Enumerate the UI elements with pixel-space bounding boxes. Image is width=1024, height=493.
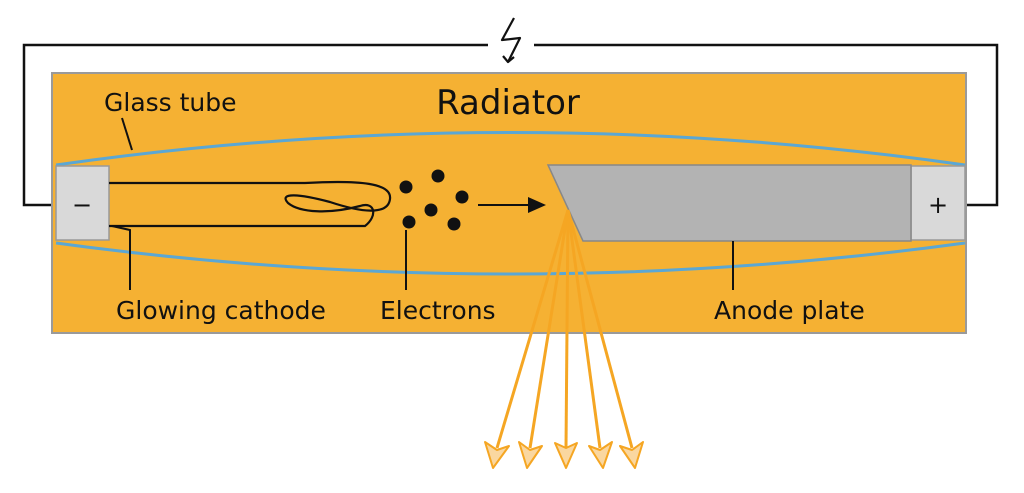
negative-terminal-label: − (72, 191, 92, 219)
electron (424, 203, 438, 217)
xray-arrowhead (518, 441, 543, 469)
xray-beams (495, 209, 634, 449)
cathode-terminal (55, 165, 110, 241)
electron (399, 180, 413, 194)
electron (447, 217, 461, 231)
anode-terminal (910, 165, 966, 241)
leader-lines (111, 117, 734, 290)
electron (455, 190, 469, 204)
radiator-title: Radiator (436, 83, 580, 123)
electron (431, 169, 445, 183)
electrons-label: Electrons (380, 296, 496, 325)
electrons (399, 169, 469, 231)
circuit-wire (22, 43, 999, 207)
cathode-filament (109, 180, 392, 228)
positive-terminal-label: + (928, 191, 948, 219)
anode-plate (546, 164, 912, 242)
glass-tube (55, 131, 966, 276)
xray-arrowhead (619, 441, 644, 469)
glass-tube-label: Glass tube (104, 88, 237, 117)
xray-arrowhead (554, 442, 578, 469)
glass-tube-leader (121, 117, 133, 151)
xray-arrowhead (484, 441, 510, 469)
lightning-bolt-icon (500, 17, 522, 64)
anode-plate-label: Anode plate (714, 296, 865, 325)
xray-arrowheads (484, 441, 644, 469)
glowing-cathode-leader (111, 225, 131, 290)
electron (402, 215, 416, 229)
glowing-cathode-label: Glowing cathode (116, 296, 326, 325)
xray-arrowhead (588, 441, 613, 469)
